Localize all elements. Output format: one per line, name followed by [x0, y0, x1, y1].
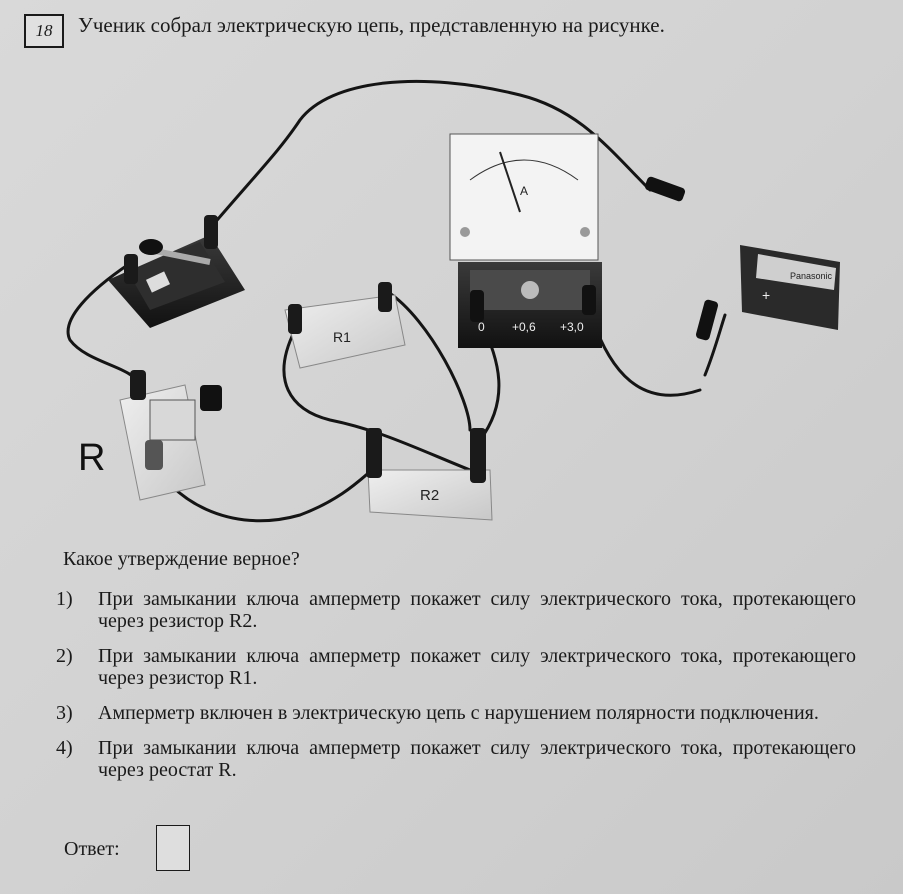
r1-label: R1 [333, 329, 351, 345]
option-text: При замыкании ключа амперметр покажет си… [98, 588, 856, 632]
ammeter-letter: A [520, 184, 528, 198]
option-number: 1) [56, 588, 73, 610]
terminal-0-6: +0,6 [512, 320, 536, 334]
circuit-photo: R1 A 0 +0,6 +3,0 Panasonic + R [66, 79, 840, 523]
resistor-r1: R1 [284, 282, 406, 369]
question-number: 18 [24, 14, 64, 48]
r2-label: R2 [420, 487, 439, 504]
answer-label: Ответ: [64, 838, 120, 860]
options-list: 1) При замыкании ключа амперметр покажет… [56, 588, 856, 794]
option-text: Амперметр включен в электрическую цепь с… [98, 702, 819, 724]
option-number: 3) [56, 702, 73, 724]
switch [108, 215, 245, 328]
rheostat-label: R [78, 437, 105, 479]
resistor-r2: R2 [366, 428, 493, 521]
option-text: При замыкании ключа амперметр покажет си… [98, 737, 856, 781]
terminal-0: 0 [478, 320, 485, 334]
option-3: 3) Амперметр включен в электрическую цеп… [56, 702, 856, 724]
battery: Panasonic + [644, 176, 840, 341]
question-title: Ученик собрал электрическую цепь, предст… [78, 13, 665, 37]
terminal-3-0: +3,0 [560, 320, 584, 334]
rheostat [119, 370, 222, 501]
battery-brand: Panasonic [790, 271, 833, 281]
battery-plus: + [762, 287, 770, 303]
prompt: Какое утверждение верное? [63, 548, 300, 570]
option-1: 1) При замыкании ключа амперметр покажет… [56, 588, 856, 632]
answer-box[interactable] [156, 825, 190, 871]
option-number: 4) [56, 737, 73, 759]
option-4: 4) При замыкании ключа амперметр покажет… [56, 737, 856, 781]
option-2: 2) При замыкании ключа амперметр покажет… [56, 645, 856, 689]
ammeter: A 0 +0,6 +3,0 [449, 133, 602, 348]
option-text: При замыкании ключа амперметр покажет си… [98, 645, 856, 689]
option-number: 2) [56, 645, 73, 667]
